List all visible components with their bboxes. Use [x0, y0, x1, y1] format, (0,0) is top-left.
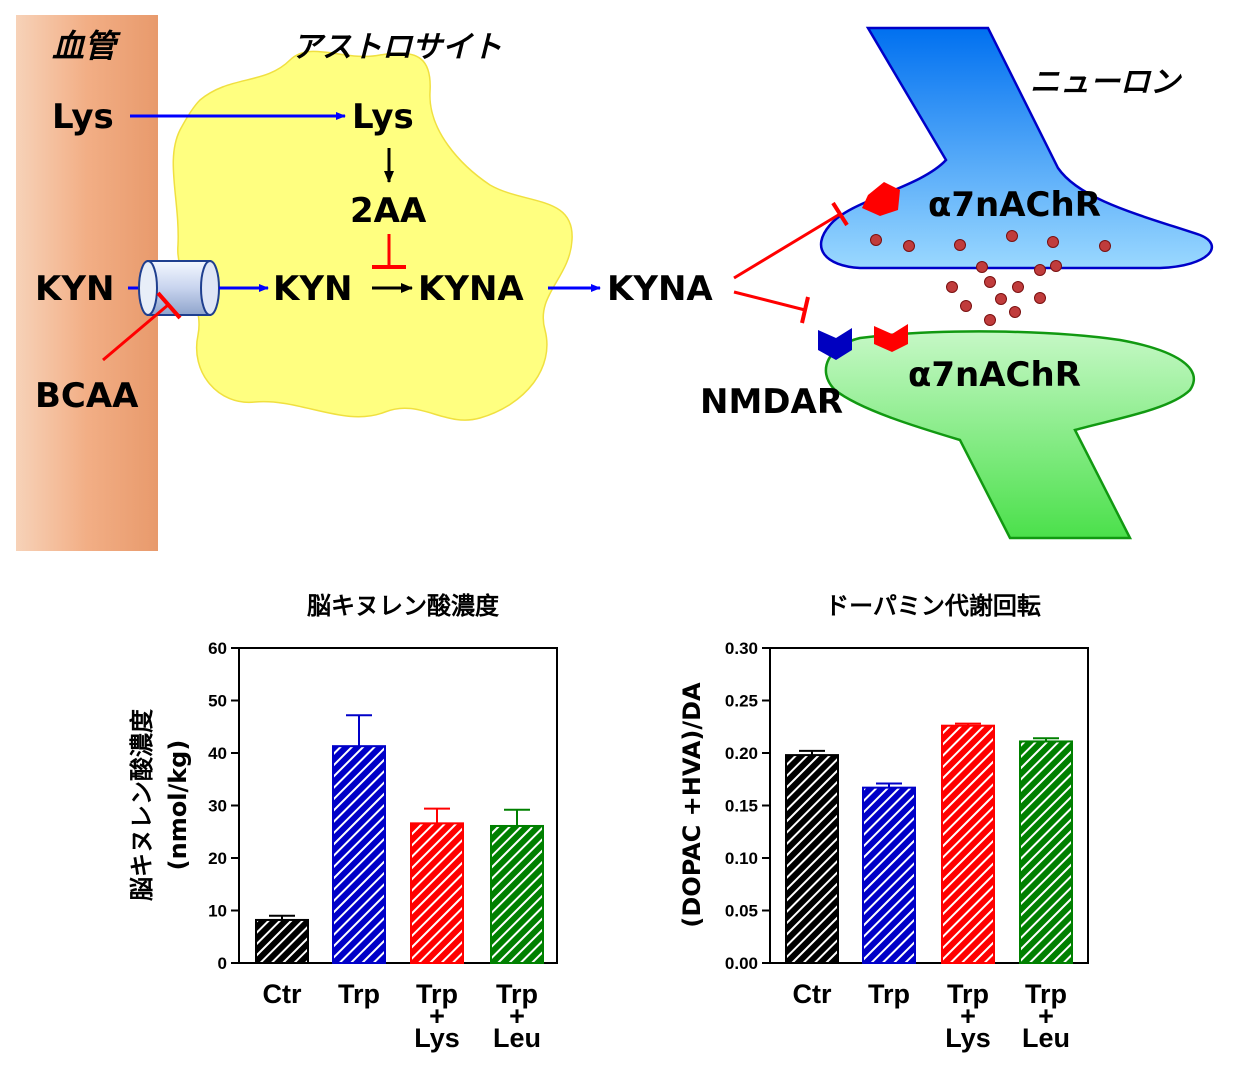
lys-astro-label: Lys: [352, 97, 414, 137]
blood-vessel-label: 血管: [52, 27, 121, 65]
kyn-astro-label: KYN: [273, 269, 352, 309]
receptor-post-label: α7nAChR: [908, 355, 1081, 395]
x-tick-label: +: [429, 1001, 445, 1031]
y-tick-label: 0.10: [725, 849, 758, 868]
bcaa-label: BCAA: [35, 376, 139, 416]
bcaa-inhibition-bar: [156, 291, 182, 320]
bar: [862, 786, 916, 965]
bar: [410, 822, 464, 964]
nmdar-label: NMDAR: [700, 382, 843, 422]
y-axis-label: (DOPAC +HVA)/DA: [678, 682, 706, 928]
y-axis-label: 脳キヌレン酸濃度: [128, 708, 156, 901]
x-tick-label: Leu: [1022, 1023, 1070, 1053]
y-tick-label: 40: [208, 744, 227, 763]
bar: [255, 918, 309, 965]
dopamine-turnover-chart: ドーパミン代謝回転 (DOPAC +HVA)/DA 0.00 0.05 0.10 0.…: [678, 592, 1089, 1053]
x-tick-label: Trp: [1025, 979, 1067, 1009]
x-tick-label: +: [509, 1001, 525, 1031]
y-tick-label: 60: [208, 639, 227, 658]
y-tick-label: 50: [208, 692, 227, 711]
bar: [785, 754, 839, 964]
x-tick-label: Lys: [414, 1023, 460, 1053]
bar: [941, 724, 995, 965]
x-tick-label: Trp: [416, 979, 458, 1009]
receptor-pre-label: α7nAChR: [928, 185, 1101, 225]
x-tick-label: Trp: [338, 979, 380, 1009]
y-tick-label: 30: [208, 797, 227, 816]
lys-blood-label: Lys: [52, 97, 114, 137]
y-tick-label: 20: [208, 849, 227, 868]
x-tick-label: Lys: [945, 1023, 991, 1053]
blood-vessel: [16, 15, 158, 551]
x-tick-label: Ctr: [793, 979, 832, 1009]
y-tick-label: 0.30: [725, 639, 758, 658]
y-tick-label: 0.20: [725, 744, 758, 763]
kyna-nmdar-inhibition-bar: [800, 296, 810, 324]
x-tick-label: Trp: [868, 979, 910, 1009]
x-tick-label: Trp: [947, 979, 989, 1009]
x-tick-label: +: [1038, 1001, 1054, 1031]
kyna-astro-label: KYNA: [418, 269, 524, 309]
y-tick-label: 0.25: [725, 692, 758, 711]
bar: [1019, 740, 1073, 965]
chart-title: ドーパミン代謝回転: [825, 592, 1041, 620]
y-tick-label: 10: [208, 902, 227, 921]
y-tick-label: 0.05: [725, 902, 758, 921]
y-tick-label: 0: [218, 954, 227, 973]
synaptic-vesicles: [870, 230, 1111, 326]
nachr-pre-receptor: [862, 182, 900, 216]
neuron-label: ニューロン: [1030, 65, 1182, 100]
nachr-post-receptor: [874, 324, 908, 352]
chart-title: 脳キヌレン酸濃度: [307, 592, 500, 620]
y-tick-label: 0.00: [725, 954, 758, 973]
bar: [332, 745, 386, 964]
2aa-label: 2AA: [350, 191, 427, 231]
postsynaptic-neuron: [824, 330, 1196, 540]
lat1-transporter: [138, 260, 220, 316]
kyna-nmdar-inhibition-line: [733, 290, 806, 312]
y-axis-unit-label: (nmol/kg): [164, 740, 192, 871]
kyn-blood-label: KYN: [35, 269, 114, 309]
x-tick-label: Leu: [493, 1023, 541, 1053]
kyna-nachr-inhibition-line: [733, 212, 841, 280]
kyna-nachr-inhibition-bar: [831, 201, 849, 227]
y-tick-label: 0.15: [725, 797, 758, 816]
kyna-concentration-chart: 脳キヌレン酸濃度 脳キヌレン酸濃度 (nmol/kg) 0 10 20 30 40 50 6…: [128, 592, 558, 1053]
nmdar-receptor: [818, 328, 852, 360]
bcaa-inhibition-line: [102, 303, 169, 362]
bar: [490, 824, 544, 964]
x-tick-label: Ctr: [263, 979, 302, 1009]
x-tick-label: +: [960, 1001, 976, 1031]
kyna-out-label: KYNA: [607, 269, 713, 309]
x-tick-label: Trp: [496, 979, 538, 1009]
astrocyte-label: アストロサイト: [292, 30, 502, 65]
